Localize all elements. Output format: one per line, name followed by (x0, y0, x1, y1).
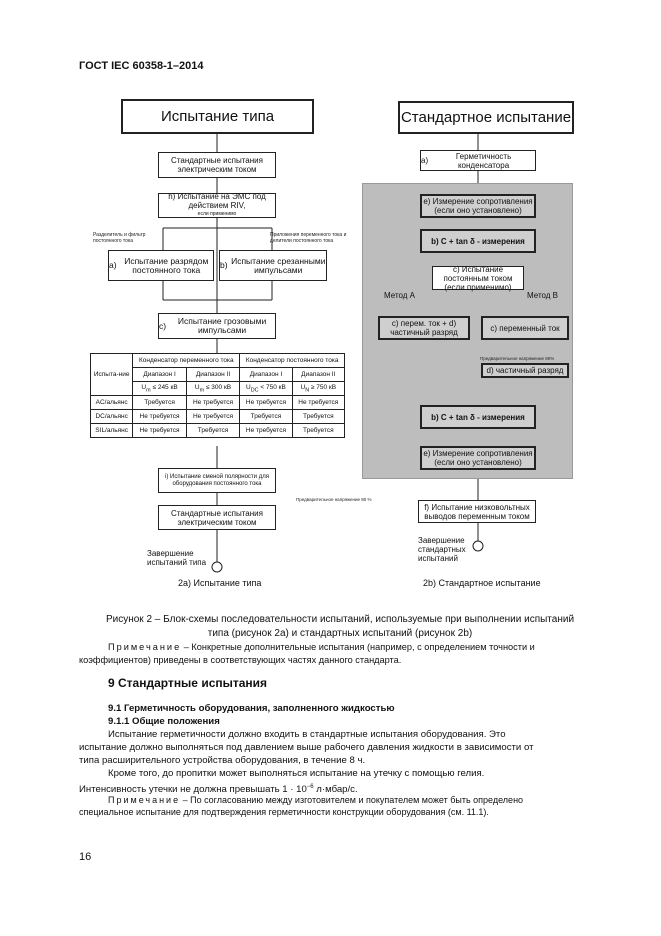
end-node-left (211, 561, 223, 573)
para1-line2: испытание должно выполняться под давлени… (79, 742, 534, 753)
table-head-1: Диапазон I (132, 367, 187, 382)
dc-discharge-letter: a) (109, 260, 117, 270)
prelim-voltage-label-2: Предварительное напряжение 80 % (296, 497, 372, 502)
document-id: ГОСТ IEC 60358-1–2014 (79, 60, 204, 72)
figure-caption-line1: Рисунок 2 – Блок-схемы последовательност… (105, 614, 575, 625)
routine-end-label: Завершение стандартных испытаний (418, 536, 466, 563)
left-routine-electric-box: Стандартные испытания электрическим токо… (158, 152, 276, 178)
emc-riv-box: h) Испытание на ЭМС под действием RIV, е… (158, 192, 276, 218)
prelim-voltage-label: Предварительное напряжение 80% (480, 356, 555, 361)
table-head-2: Диапазон II (185, 367, 241, 382)
table-range-3: UDC < 750 кВ (239, 381, 293, 396)
dc-discharge-box: a) Испытание разрядом постоянного тока (108, 250, 214, 281)
figure-caption: Рисунок 2 – Блок-схемы последовательност… (75, 613, 605, 641)
lv-terminal-box: f) Испытание низковольтных выводов перем… (418, 500, 536, 523)
applicability-table: Испыта-ние Конденсатор переменного тока … (89, 353, 346, 438)
lightning-letter: c) (159, 320, 167, 331)
ctan-box-1: b) C + tan δ - измерения (420, 229, 536, 253)
routine-test-title: Стандартное испытание (398, 101, 574, 134)
left-final-electric-box: Стандартные испытания электрическим токо… (158, 505, 276, 530)
figure-note: Примечание – Конкретные дополнительные и… (108, 642, 535, 652)
section-9-heading: 9 Стандартные испытания (108, 676, 268, 690)
split-right-label: Приложения переменного тока и делители п… (270, 232, 347, 244)
section-9-1-heading: 9.1 Герметичность оборудования, заполнен… (108, 703, 395, 714)
table-head-4: Диапазон II (291, 367, 346, 382)
ac-box: c) переменный ток (481, 316, 569, 340)
table-corner: Испыта-ние (89, 353, 134, 396)
chopped-impulse-box: b) Испытание срезанными импульсами (219, 250, 327, 281)
table-range-1: Um ≤ 245 кВ (132, 381, 187, 396)
ac-pd-box: c) перем. ток + d) частичный разряд (378, 316, 470, 340)
type-test-title: Испытание типа (121, 99, 314, 134)
para2-line1: Кроме того, до пропитки может выполнятьс… (108, 768, 485, 779)
split-left-label: Разделитель и фильтр постоянного тока (93, 232, 146, 244)
caption-2a: 2a) Испытание типа (178, 578, 262, 588)
section-9-1-1-heading: 9.1.1 Общие положения (108, 716, 220, 727)
table-group-ac: Конденсатор переменного тока (132, 353, 241, 368)
table-range-4: UN ≥ 750 кВ (291, 381, 346, 396)
figure-caption-line2: типа (рисунок 2a) и стандартных испытани… (207, 628, 473, 639)
method-b-label: Метод В (527, 291, 559, 300)
tightness-text: Герметичность конденсатора (455, 151, 512, 170)
pd-box: d) частичный разряд (481, 363, 569, 378)
type-end-label: Завершение испытаний типа (147, 549, 207, 567)
section-note: Примечание – По согласованию между изгот… (108, 795, 524, 805)
tightness-letter: a) (421, 156, 429, 165)
lightning-impulse-box: c) Испытание грозовыми импульсами (158, 313, 276, 339)
method-a-label: Метод А (384, 291, 416, 300)
polarity-reversal-box: i) Испытание сменой полярности для обору… (158, 468, 276, 493)
emc-riv-small: если применимо (197, 211, 237, 217)
chopped-impulse-letter: b) (220, 260, 228, 270)
figure-note-line2: коэффициентов) приведены в соответствующ… (79, 655, 402, 665)
dc-discharge-text: Испытание разрядом постоянного тока (124, 255, 209, 275)
table-group-dc: Конденсатор постоянного тока (239, 353, 345, 368)
table-range-2: Um ≤ 300 кВ (185, 381, 241, 396)
lightning-text: Испытание грозовыми импульсами (177, 316, 267, 335)
capacitor-tightness-box: a) Герметичность конденсатора (420, 150, 536, 171)
end-node-right (472, 540, 484, 552)
caption-2b: 2b) Стандартное испытание (423, 578, 541, 588)
para1-line1: Испытание герметичности должно входить в… (108, 729, 506, 740)
table-head-3: Диапазон I (239, 367, 293, 382)
para1-line3: типа расширительного устройства оборудов… (79, 755, 366, 766)
ctan-box-2: b) C + tan δ - измерения (420, 405, 536, 429)
para2-line2: Интенсивность утечки не должна превышать… (79, 784, 358, 796)
section-note-line2: специальное испытание для подтверждения … (79, 807, 489, 817)
resistance-box-1: e) Измерение сопротивления (если оно уст… (420, 194, 536, 218)
emc-riv-text: h) Испытание на ЭМС под действием RIV, (168, 192, 266, 210)
page-number: 16 (79, 851, 92, 863)
dc-test-box: c) Испытание постоянным током (если прим… (432, 265, 524, 292)
chopped-impulse-text: Испытание срезанными импульсами (231, 255, 326, 275)
resistance-box-2: e) Измерение сопротивления (если оно уст… (420, 446, 536, 470)
